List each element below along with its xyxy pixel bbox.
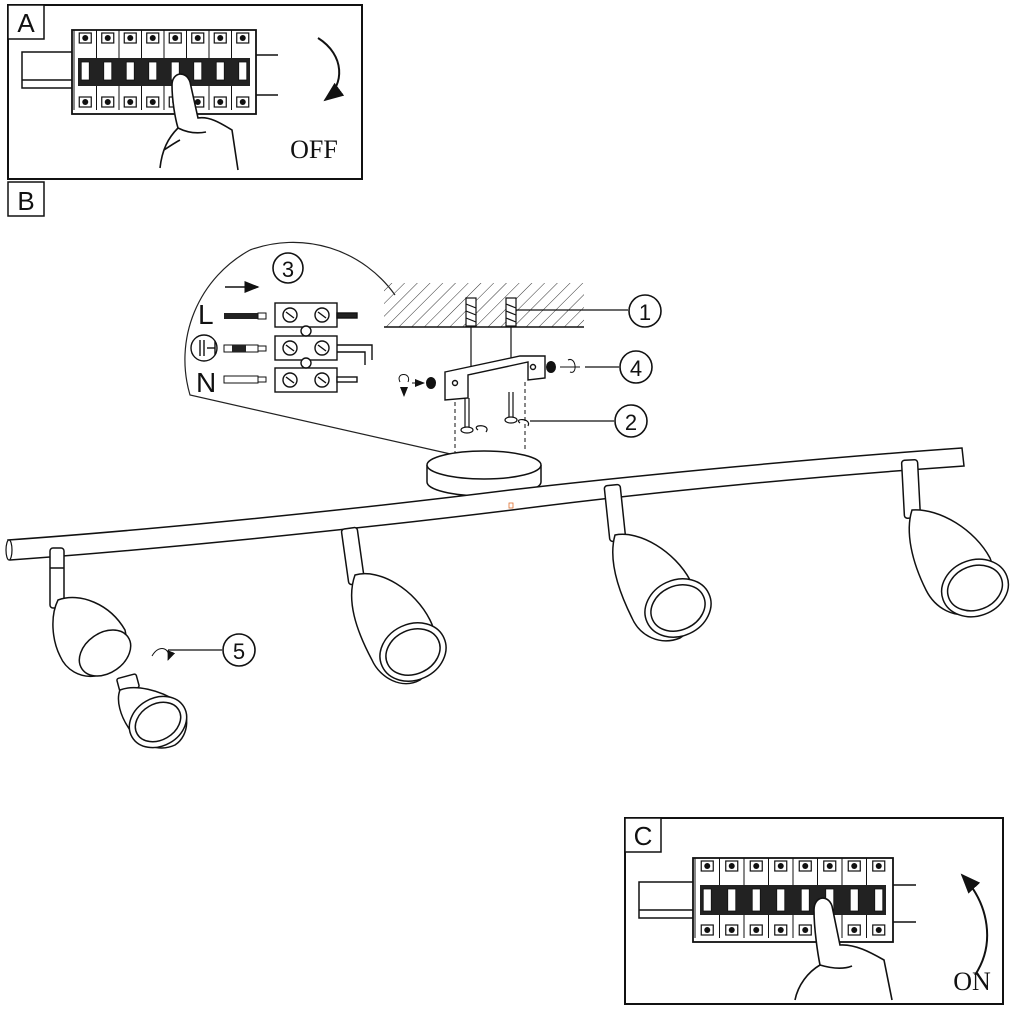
- screw-left: [398, 374, 436, 397]
- panel-a-label: A: [17, 8, 35, 38]
- ceiling: [384, 283, 584, 328]
- spotlight-4: [900, 459, 1010, 618]
- callout-3: 3: [282, 257, 294, 282]
- light-bar: [5, 447, 965, 561]
- neutral-label: N: [196, 367, 216, 398]
- hand-icon: [794, 897, 893, 1001]
- gu10-bulb: [116, 673, 188, 749]
- callout-4-group: 4: [585, 350, 653, 384]
- mounting-bracket: [444, 355, 546, 401]
- circuit-breaker-panel-a: [21, 29, 278, 115]
- callout-1: 1: [639, 300, 651, 325]
- callout-2-group: 2: [530, 404, 648, 438]
- callout-1-group: 1: [516, 294, 662, 328]
- panel-a: A OFF: [7, 4, 363, 180]
- callout-5: 5: [233, 639, 245, 664]
- turn-off-arrow-icon: [317, 37, 345, 102]
- panel-b-label: B: [17, 186, 34, 216]
- hand-icon: [159, 73, 239, 171]
- terminal-block: [274, 302, 373, 393]
- turn-on-arrow-icon: [960, 873, 988, 976]
- spotlight-1: [49, 547, 132, 678]
- callout-5-group: 5: [151, 633, 256, 667]
- live-wire: [224, 312, 267, 320]
- callout-4: 4: [630, 356, 642, 381]
- rotate-arrow-icon: [151, 647, 176, 661]
- wall-plug-left: [465, 297, 477, 375]
- callout-2: 2: [625, 410, 637, 435]
- circuit-breaker-panel-c: [638, 857, 916, 943]
- earth-wire: [223, 344, 267, 353]
- mounting-screws: [460, 392, 530, 434]
- screw-right: [546, 358, 580, 373]
- earth-ground-icon: [190, 334, 218, 362]
- ceiling-canopy: [426, 450, 542, 497]
- spotlight-2: [340, 526, 447, 685]
- guide-lines: [454, 382, 526, 455]
- neutral-wire: [223, 375, 267, 384]
- panel-c-label: C: [634, 821, 653, 851]
- on-label: ON: [953, 967, 991, 996]
- panel-c: C ON: [624, 817, 1004, 1005]
- wall-plug-right: [505, 297, 517, 360]
- spotlight-3: [603, 483, 712, 642]
- wiring-detail: 3 L N: [184, 241, 456, 456]
- off-label: OFF: [290, 135, 338, 164]
- live-label: L: [198, 299, 214, 330]
